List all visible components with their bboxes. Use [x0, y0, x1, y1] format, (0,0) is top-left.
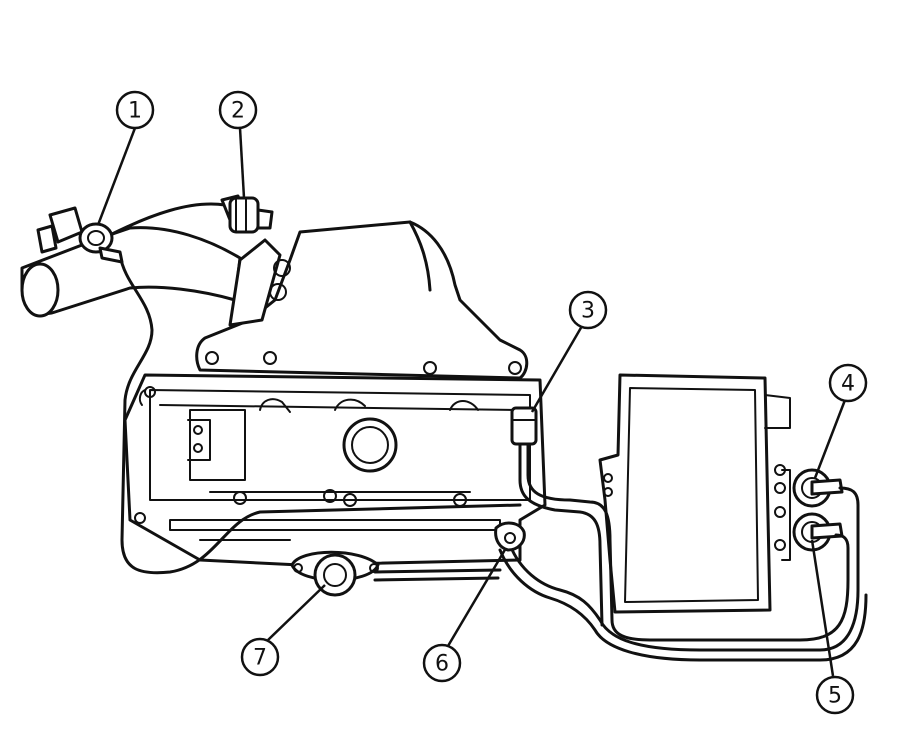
vacuum-hoses: [108, 202, 868, 662]
callout-6: 6: [422, 643, 462, 683]
callout-7: 7: [240, 637, 280, 677]
callout-2-label: 2: [231, 99, 245, 124]
callout-4-label: 4: [841, 372, 855, 397]
callout-6-label: 6: [435, 652, 449, 677]
intake-manifold: [195, 220, 529, 380]
solenoid-valve-4: [792, 468, 844, 508]
component-6-fitting: [494, 521, 526, 552]
callout-1: 1: [115, 90, 155, 130]
callout-3-label: 3: [581, 299, 595, 324]
callout-3: 3: [568, 290, 608, 330]
callout-5-label: 5: [828, 684, 842, 709]
component-2-inline-valve: [220, 194, 274, 234]
control-module-box: [598, 373, 791, 614]
callout-5: 5: [815, 675, 855, 715]
solenoid-valve-5: [792, 512, 844, 552]
callout-2: 2: [218, 90, 258, 130]
leader-lines: [96, 127, 847, 677]
component-1-connector: [36, 206, 124, 264]
component-7-valve: [290, 550, 380, 597]
callout-4: 4: [828, 363, 868, 403]
solenoid-valve-bracket: [774, 464, 791, 561]
engine-block: [123, 373, 547, 567]
component-3-sensor: [510, 406, 538, 446]
throttle-linkage: [228, 238, 291, 327]
callout-1-label: 1: [128, 99, 142, 124]
callout-7-label: 7: [253, 646, 267, 671]
air-intake-duct: [20, 226, 242, 318]
